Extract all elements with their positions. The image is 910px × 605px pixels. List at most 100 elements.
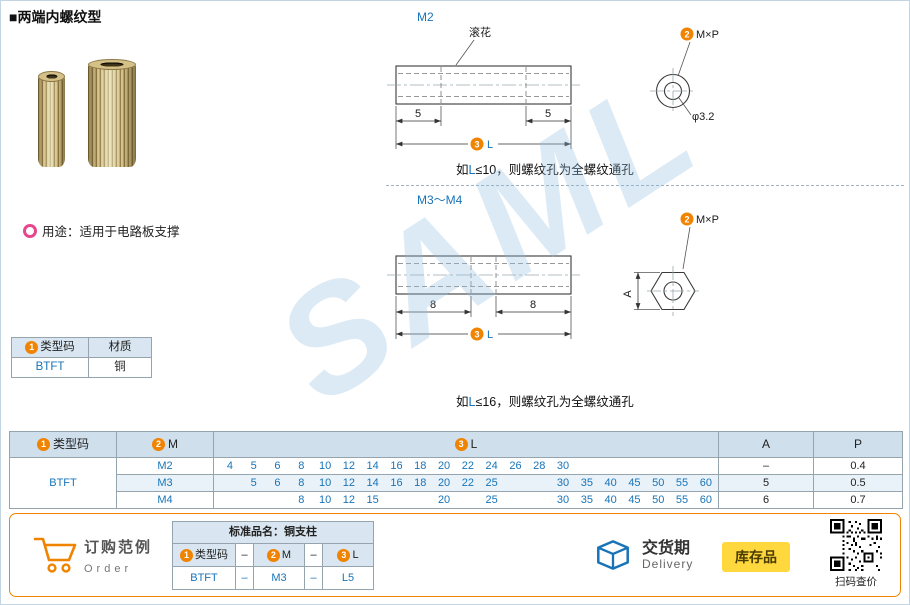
- delivery-label: 交货期: [642, 540, 691, 557]
- l-value: 55: [675, 494, 689, 506]
- standoff-top-face: [88, 59, 136, 70]
- type-code-value: BTFT: [35, 361, 65, 373]
- l-value: 16: [390, 460, 403, 472]
- l-value: 5: [250, 460, 257, 472]
- circle-2-badge: [680, 27, 694, 41]
- l-value: 8: [298, 477, 305, 489]
- circle-3-badge: 3: [337, 548, 351, 562]
- l-value: 10: [318, 477, 332, 489]
- l-value: 10: [318, 494, 332, 506]
- length-dim-label: L: [487, 329, 493, 341]
- m-size-cell: M4: [116, 492, 213, 508]
- l-value: 28: [533, 460, 546, 472]
- thread-spec-label: M×P: [696, 214, 719, 226]
- delivery-box-icon: [597, 540, 629, 570]
- type-code-cell: BTFT: [10, 458, 116, 508]
- m-size-cell: M2: [116, 458, 213, 474]
- l-value: 20: [437, 494, 451, 506]
- l-value: 26: [509, 460, 522, 472]
- l-value: 22: [461, 477, 474, 489]
- example-value-row: BTFT – M3 – L5: [173, 566, 373, 589]
- circle-3-badge: [470, 137, 484, 151]
- shopping-cart-icon: [33, 537, 77, 573]
- thread-hole: [45, 74, 58, 79]
- circle-2-badge: 2: [266, 548, 280, 562]
- m2-thread-note: 如L≤10，则螺纹孔为全螺纹通孔: [456, 163, 634, 177]
- l-value: 45: [628, 494, 641, 506]
- m3-m4-technical-drawing: 8 8 3 L A 2 M×P: [387, 212, 719, 341]
- l-value: 20: [437, 477, 451, 489]
- circle-3-badge: [470, 327, 484, 341]
- circle-1-badge: 1: [25, 341, 39, 354]
- thread-hole: [100, 62, 124, 67]
- qr-caption: 扫码查价: [835, 576, 877, 588]
- m3m4-thread-note: 如L≤16，则螺纹孔为全螺纹通孔: [456, 395, 634, 409]
- material-table-header: 1 类型码 材质: [12, 338, 151, 357]
- standoff-small-image: [38, 71, 65, 167]
- svg-text:2: 2: [684, 215, 689, 225]
- l-value: 18: [414, 460, 427, 472]
- a-value-cell: 5: [718, 475, 813, 491]
- dim-left-5: 5: [415, 108, 421, 120]
- l-value: 60: [699, 477, 712, 489]
- l-value: 15: [366, 494, 379, 506]
- l-value: 14: [366, 460, 379, 472]
- l-value: 35: [580, 494, 593, 506]
- l-value: 20: [437, 460, 451, 472]
- l-value: 8: [298, 460, 305, 472]
- l-value: 12: [342, 460, 355, 472]
- l-value: 4: [226, 460, 233, 472]
- dim-left-8: 8: [430, 299, 436, 311]
- qr-code: [830, 519, 882, 571]
- p-value-cell: 0.5: [813, 475, 902, 491]
- circle-1-badge: 1: [180, 548, 193, 562]
- product-photo: [26, 49, 196, 179]
- a-value-cell: 6: [718, 492, 813, 508]
- l-value: 40: [604, 494, 617, 506]
- svg-text:3: 3: [474, 140, 479, 150]
- l-value: 16: [390, 477, 403, 489]
- l-value: 25: [485, 494, 498, 506]
- standoff-knurled-body: [38, 76, 65, 167]
- standoff-top-face: [38, 71, 65, 82]
- l-value: 30: [556, 494, 570, 506]
- l-value: 25: [485, 477, 498, 489]
- hole-diameter-label: φ3.2: [692, 111, 714, 123]
- l-value: 12: [342, 494, 355, 506]
- circle-2-badge: 2: [152, 438, 165, 452]
- type-code-header-label: 类型码: [40, 341, 75, 353]
- l-value: 50: [652, 477, 665, 489]
- svg-text:2: 2: [684, 30, 689, 40]
- usage-text: 用途：适用于电路板支撑: [42, 225, 180, 239]
- l-value: 6: [274, 477, 281, 489]
- section-label-m2: M2: [417, 10, 434, 24]
- l-value: 45: [628, 477, 641, 489]
- l-value: 18: [414, 477, 427, 489]
- l-value: 22: [461, 460, 474, 472]
- standard-product-name: 标准品名：铜支柱: [173, 522, 373, 544]
- section-divider: [386, 185, 904, 186]
- l-value: 40: [604, 477, 617, 489]
- dim-right-8: 8: [530, 299, 536, 311]
- delivery-label-en: Delivery: [642, 557, 694, 571]
- svg-text:3: 3: [474, 330, 479, 340]
- thread-spec-label: M×P: [696, 29, 719, 41]
- usage-note: 用途：适用于电路板支撑: [23, 221, 180, 240]
- page-title: ■两端内螺纹型: [9, 9, 102, 25]
- l-value: 30: [556, 477, 570, 489]
- order-example-label: 订购范例 Order: [84, 539, 153, 575]
- m2-technical-drawing: 滚花 5 5 3 L 2 M×P φ3.2: [387, 25, 719, 151]
- l-value: 8: [298, 494, 305, 506]
- l-value: 12: [342, 477, 355, 489]
